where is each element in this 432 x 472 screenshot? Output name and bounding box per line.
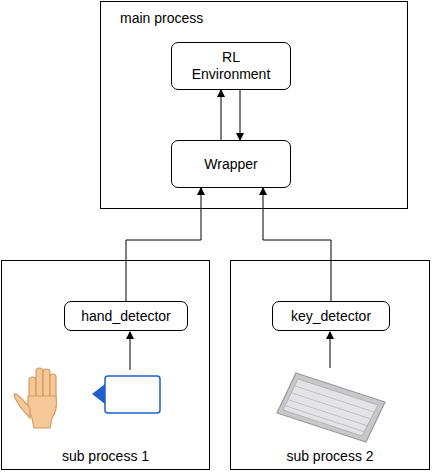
- camera-lens: [92, 384, 105, 404]
- palm: [28, 396, 57, 428]
- node-label: key_detector: [291, 308, 371, 325]
- key-row: [295, 386, 374, 412]
- camera-illustration: [92, 332, 160, 413]
- input-arrow: [330, 332, 331, 368]
- arrow-connector: [221, 90, 222, 140]
- node-label: hand_detector: [81, 308, 171, 325]
- input-arrow: [130, 332, 131, 370]
- process-box: sub process 2 key_detector: [230, 260, 430, 470]
- wrapper-box: Wrapper: [171, 140, 291, 188]
- arrow-connector: [240, 90, 241, 140]
- finger: [43, 369, 50, 398]
- key-grid: [286, 386, 374, 432]
- node-label: RL Environment: [188, 49, 274, 83]
- detector-box: hand_detector: [64, 301, 188, 331]
- process-box: main process RL EnvironmentWrapper: [100, 1, 408, 209]
- arrow-connector: [263, 188, 331, 301]
- finger: [29, 377, 36, 401]
- node-label: Wrapper: [204, 156, 257, 173]
- arrow-connector: [126, 188, 201, 301]
- key-row: [289, 400, 368, 426]
- thumb: [14, 394, 30, 418]
- process-box: sub process 1 hand_detector: [1, 260, 210, 470]
- finger: [50, 374, 56, 400]
- node-label: main process: [120, 10, 203, 27]
- finger: [36, 368, 43, 398]
- node-label: sub process 2: [231, 448, 429, 465]
- node-label: sub process 1: [2, 448, 209, 465]
- keyboard-keys: [283, 379, 378, 436]
- hand-illustration: [14, 368, 56, 428]
- keyboard-base: [277, 373, 385, 442]
- key-row: [292, 393, 371, 419]
- camera-body: [105, 376, 160, 413]
- keyboard-illustration: [277, 332, 385, 442]
- detector-box: key_detector: [272, 301, 390, 331]
- environment-box: RL Environment: [171, 42, 291, 90]
- key-row: [286, 406, 365, 432]
